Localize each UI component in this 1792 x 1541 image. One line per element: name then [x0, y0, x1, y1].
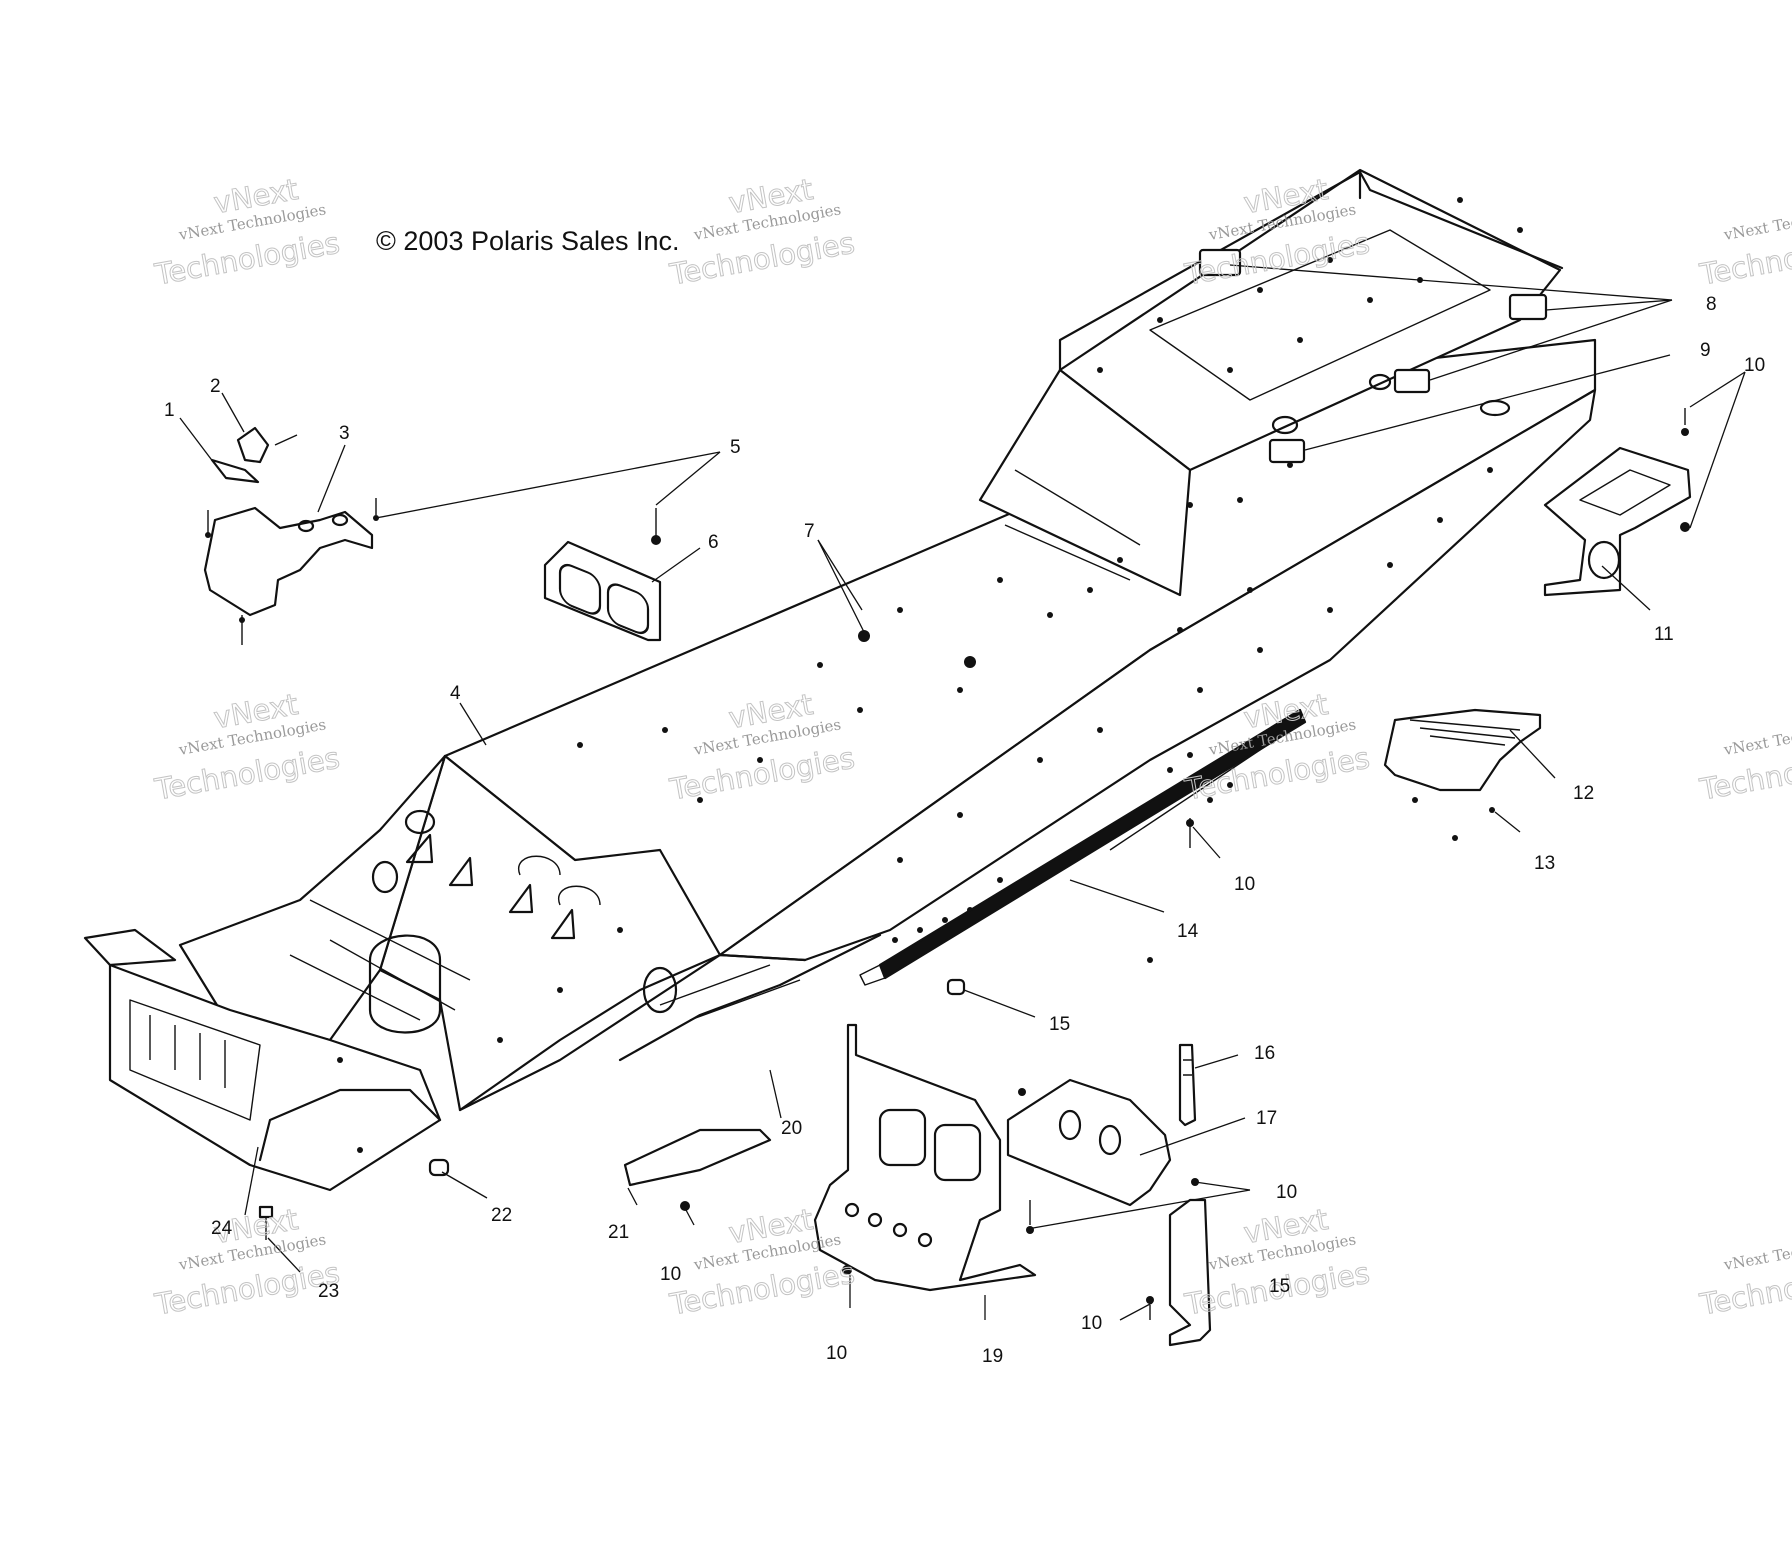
callout-6: 6 [708, 532, 719, 553]
callout-11: 11 [1654, 624, 1674, 645]
callout-9: 9 [1700, 340, 1711, 361]
callout-10-e: 10 [826, 1343, 847, 1364]
part-16-strap [1178, 1043, 1197, 1127]
part-18-shield [1168, 1198, 1212, 1347]
callout-21: 21 [608, 1222, 629, 1243]
callout-10-a: 10 [1744, 355, 1765, 376]
callout-17: 17 [1256, 1108, 1277, 1129]
callout-12: 12 [1573, 783, 1594, 804]
callout-15-b: 15 [1269, 1276, 1290, 1297]
callout-5: 5 [730, 437, 741, 458]
callout-16: 16 [1254, 1043, 1275, 1064]
watermark-small-8: vNext Technologies [1722, 715, 1792, 759]
part-3-bracket [203, 506, 374, 617]
part-22-plug [428, 1158, 450, 1177]
callout-23: 23 [318, 1281, 339, 1302]
callout-10-f: 10 [1081, 1313, 1102, 1334]
watermark-small-4: vNext Technologies [1722, 200, 1792, 244]
part-15-plug [946, 978, 966, 996]
callout-4: 4 [450, 683, 461, 704]
callout-15-a: 15 [1049, 1014, 1070, 1035]
callout-3: 3 [339, 423, 350, 444]
watermark-small-12: vNext Technologies [1722, 1230, 1792, 1274]
callout-20: 20 [781, 1118, 802, 1139]
part-12-cover [1383, 708, 1542, 792]
callout-10-c: 10 [1276, 1182, 1297, 1203]
copyright-text: © 2003 Polaris Sales Inc. [376, 226, 680, 256]
part-11-bracket [1543, 446, 1692, 597]
part-23-bolt [258, 1205, 274, 1219]
part-1-clip [210, 458, 260, 484]
callout-24: 24 [211, 1218, 233, 1239]
callout-10-b: 10 [1234, 874, 1255, 895]
loose-parts [203, 408, 1692, 1347]
part-21-plate [623, 1128, 772, 1187]
callout-14: 14 [1177, 921, 1199, 942]
part-6-grille [543, 540, 662, 642]
part-2-bumper [236, 426, 270, 464]
callout-2: 2 [210, 376, 221, 397]
callout-8: 8 [1706, 294, 1717, 315]
callout-10-d: 10 [660, 1264, 681, 1285]
leader-lines [179, 264, 1746, 1321]
chassis-frame [83, 168, 1597, 1192]
callout-13: 13 [1534, 853, 1555, 874]
callout-labels: 1 2 3 4 5 6 7 8 9 10 11 12 13 10 14 15 1… [164, 294, 1765, 1367]
part-17-shield [1006, 1078, 1172, 1207]
callout-19: 19 [982, 1346, 1003, 1367]
callout-7: 7 [804, 521, 815, 542]
callout-22: 22 [491, 1205, 512, 1226]
callout-1: 1 [164, 400, 175, 421]
